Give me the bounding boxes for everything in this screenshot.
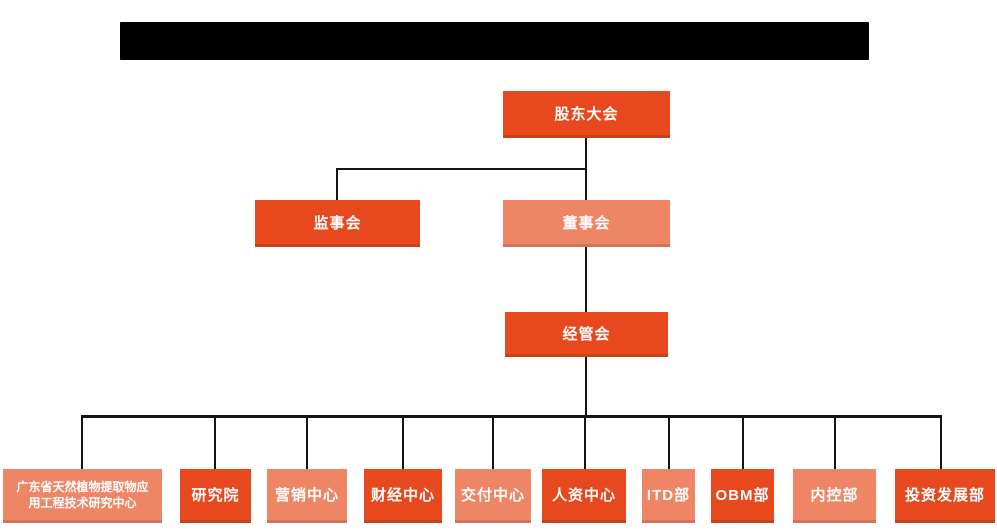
dept-hr-center: 人资中心 [542, 469, 626, 523]
dept-finance-center: 财经中心 [364, 469, 442, 523]
dept-marketing-center: 营销中心 [267, 469, 347, 523]
dept-research-institute: 研究院 [180, 469, 251, 523]
connector-drop-7 [668, 417, 670, 469]
connector-drop-4 [402, 417, 404, 469]
connector-to-directors [585, 168, 587, 200]
connector-management-down [585, 357, 587, 417]
connector-drop-5 [492, 417, 494, 469]
node-board-of-directors: 董事会 [503, 200, 670, 247]
connector-shareholders-down [585, 138, 587, 169]
dept-guangdong-plant-extract-research-center: 广东省天然植物提取物应 用工程技术研究中心 [3, 469, 162, 523]
node-shareholders-meeting: 股东大会 [503, 91, 670, 138]
dept-internal-control: 内控部 [793, 469, 876, 523]
connector-drop-6 [584, 417, 586, 469]
connector-to-supervisors [336, 168, 338, 200]
connector-drop-8 [742, 417, 744, 469]
redacted-title-bar [120, 22, 869, 60]
dept-itd: ITD部 [642, 469, 695, 523]
connector-drop-1 [81, 417, 83, 469]
connector-drop-2 [214, 417, 216, 469]
dept-investment-development: 投资发展部 [895, 469, 995, 523]
connector-drop-3 [306, 417, 308, 469]
dept-obm: OBM部 [711, 469, 774, 523]
connector-drop-10 [940, 417, 942, 469]
connector-directors-management [585, 247, 587, 312]
dept-delivery-center: 交付中心 [455, 469, 531, 523]
connector-level2-horizontal [336, 168, 587, 170]
connector-drop-9 [834, 417, 836, 469]
node-management-committee: 经管会 [505, 312, 668, 357]
node-board-of-supervisors: 监事会 [255, 200, 420, 247]
connector-departments-horizontal [81, 415, 942, 418]
